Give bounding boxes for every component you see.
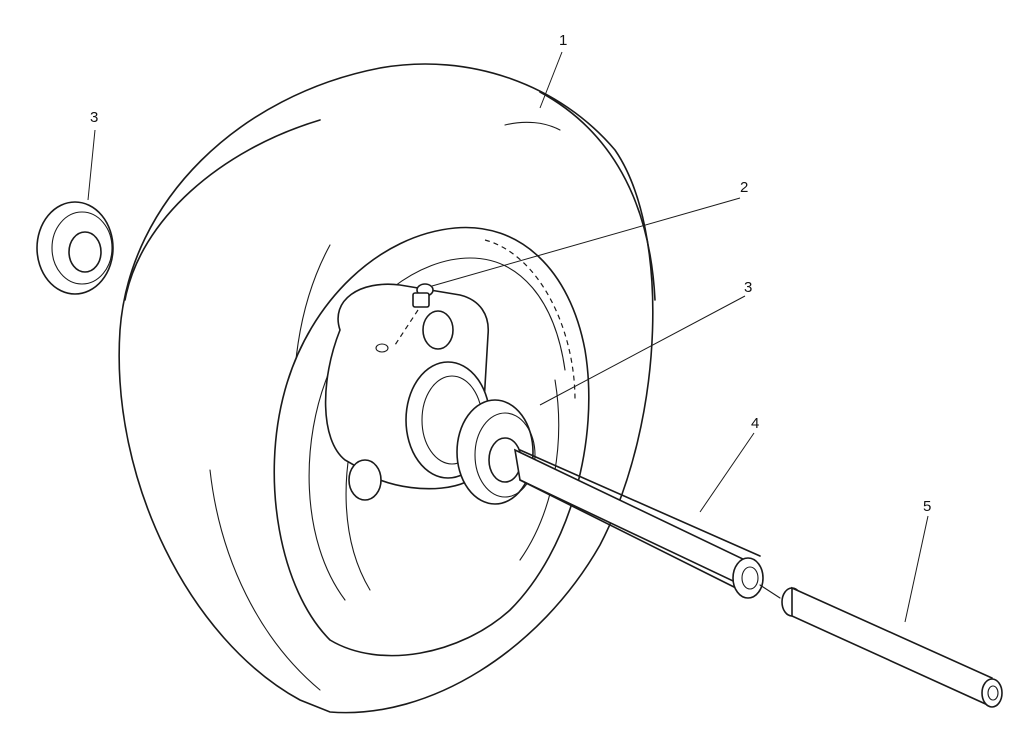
grease-fitting xyxy=(394,283,434,346)
spacer-tube xyxy=(513,448,764,599)
callout-5: 5 xyxy=(923,498,932,515)
callout-3-inner: 3 xyxy=(744,279,753,296)
callout-1: 1 xyxy=(559,32,568,49)
bearing-outer xyxy=(36,201,114,295)
axle-spacer xyxy=(759,584,1003,708)
callout-3-outer: 3 xyxy=(90,109,99,126)
callout-4: 4 xyxy=(751,415,760,432)
leader-lines xyxy=(87,51,929,623)
bearing-inner xyxy=(456,399,536,505)
callout-2: 2 xyxy=(740,179,749,196)
